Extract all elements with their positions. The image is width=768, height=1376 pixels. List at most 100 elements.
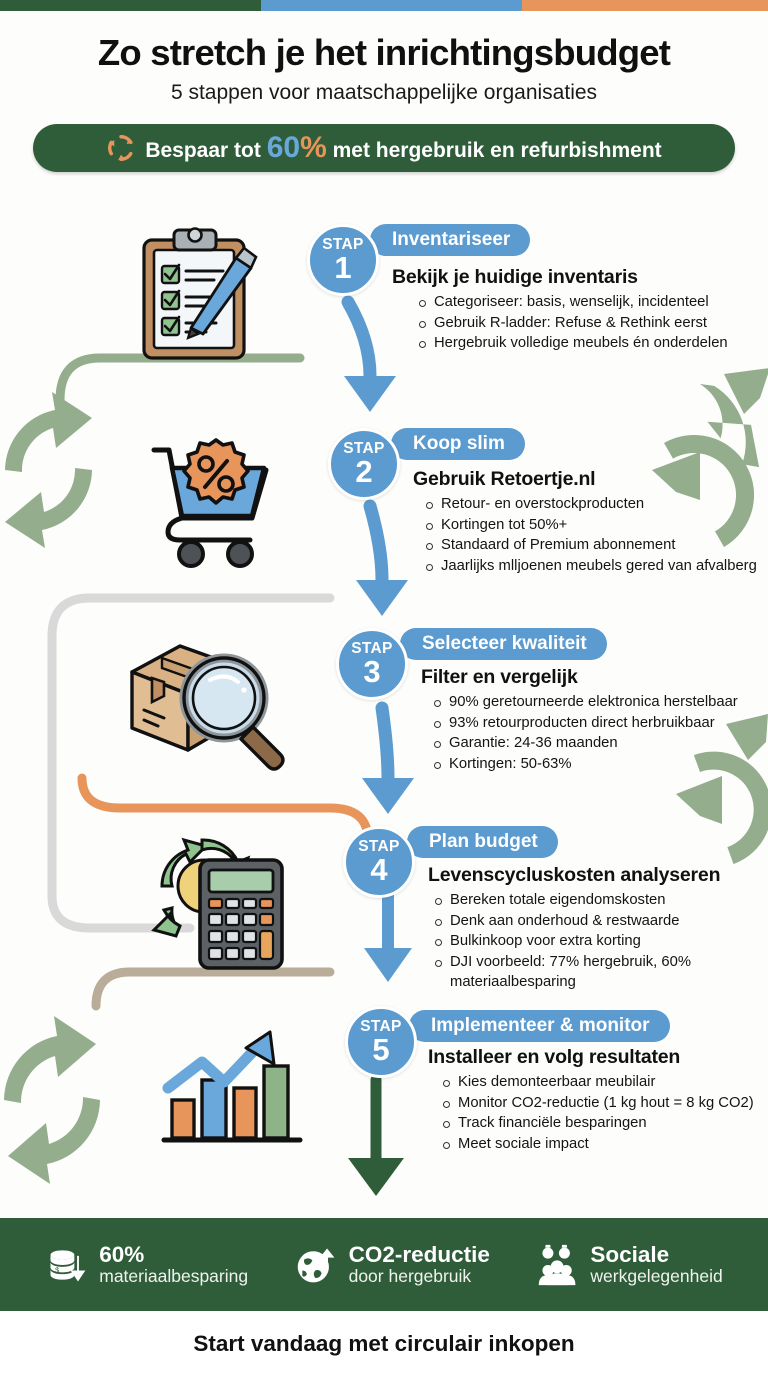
- step-1-stap-label: STAP: [322, 235, 364, 253]
- stat-label: door hergebruik: [348, 1266, 472, 1287]
- list-item: Kortingen tot 50%+: [425, 516, 763, 536]
- coins-down-arrow-icon: $: [50, 1249, 86, 1281]
- list-item: DJI voorbeeld: 77% hergebruik, 60% mater…: [434, 953, 758, 992]
- step-5-pill[interactable]: Implementeer & monitor: [409, 1010, 670, 1042]
- stat-material-savings: $ 60% materiaalbesparing: [45, 1241, 249, 1287]
- topbar-segment-orange: [522, 0, 768, 11]
- step-1-body: Bekijk je huidige inventaris Categorisee…: [392, 266, 760, 355]
- list-item: Jaarlijks mlljoenen meubels gered van af…: [425, 557, 763, 577]
- step-1-heading: Bekijk je huidige inventaris: [392, 266, 638, 288]
- stat-value: 60%: [99, 1241, 145, 1267]
- stat-label: materiaalbesparing: [99, 1266, 249, 1287]
- step-2-circle[interactable]: STAP 2: [328, 428, 400, 500]
- page-subtitle: 5 stappen voor maatschappelijke organisa…: [170, 81, 598, 105]
- step-1-number: 1: [334, 250, 352, 286]
- footer-cta: Start vandaag met circulair inkopen: [0, 1311, 768, 1376]
- page-title: Zo stretch je het inrichtingsbudget: [97, 32, 671, 73]
- list-item: Garantie: 24-36 maanden: [433, 734, 765, 754]
- list-item: Monitor CO2-reductie (1 kg hout = 8 kg C…: [442, 1094, 762, 1114]
- step-3-number: 3: [363, 654, 381, 690]
- globe-up-arrow-icon: [297, 1248, 335, 1282]
- calculator-recycle-icon: [151, 837, 284, 970]
- calculator-icon: [198, 858, 284, 970]
- list-item: 93% retourproducten direct herbruikbaar: [433, 714, 765, 734]
- step-4-pill-label: Plan budget: [429, 831, 538, 852]
- step-5-bullets: Kies demonteerbaar meubilair Monitor CO2…: [442, 1073, 762, 1155]
- step-1-pill[interactable]: Inventariseer: [370, 224, 531, 256]
- stat-material-savings-text: 60% materiaalbesparing: [99, 1241, 249, 1287]
- step-3-stap-label: STAP: [351, 639, 393, 657]
- list-item: Denk aan onderhoud & restwaarde: [434, 912, 758, 932]
- growth-bar-chart-icon: [161, 1030, 303, 1143]
- list-item: Kortingen: 50-63%: [433, 755, 765, 775]
- stat-co2-reduction-text: CO2-reductie door hergebruik: [348, 1241, 490, 1287]
- stat-co2-reduction: CO2-reductie door hergebruik: [295, 1241, 490, 1287]
- stat-value: Sociale: [590, 1241, 670, 1267]
- step-2-heading: Gebruik Retoertje.nl: [413, 468, 596, 490]
- box-magnifier-icon: [130, 644, 285, 771]
- stat-social-employment-text: Sociale werkgelegenheid: [590, 1241, 723, 1287]
- step-2-body: Gebruik Retoertje.nl Retour- en overstoc…: [413, 468, 763, 578]
- step-5-number: 5: [372, 1032, 390, 1068]
- step-4-bullets: Bereken totale eigendomskosten Denk aan …: [434, 891, 758, 992]
- step-4-body: Levenscycluskosten analyseren Bereken to…: [428, 864, 758, 993]
- step-5-heading: Installeer en volg resultaten: [428, 1046, 681, 1068]
- step-5-pill-label: Implementeer & monitor: [431, 1015, 650, 1036]
- shopping-cart-discount-icon: [151, 438, 269, 568]
- step-3-circle[interactable]: STAP 3: [336, 628, 408, 700]
- step-4-heading: Levenscycluskosten analyseren: [428, 864, 721, 886]
- clipboard-checklist-icon: [142, 227, 258, 360]
- step-5-body: Installeer en volg resultaten Kies demon…: [428, 1046, 762, 1156]
- list-item: Standaard of Premium abonnement: [425, 536, 763, 556]
- list-item: Meet sociale impact: [442, 1135, 762, 1155]
- step-3-body: Filter en vergelijk 90% geretourneerde e…: [421, 666, 765, 776]
- list-item: Bereken totale eigendomskosten: [434, 891, 758, 911]
- people-gears-icon: [539, 1244, 576, 1285]
- step-3-heading: Filter en vergelijk: [421, 666, 578, 688]
- list-item: Categoriseer: basis, wenselijk, incident…: [418, 293, 760, 313]
- list-item: Bulkinkoop voor extra korting: [434, 932, 758, 952]
- list-item: Track financiële besparingen: [442, 1114, 762, 1134]
- topbar-segment-blue: [261, 0, 523, 11]
- step-2-stap-label: STAP: [343, 439, 385, 457]
- list-item: Kies demonteerbaar meubilair: [442, 1073, 762, 1093]
- step-2-bullets: Retour- en overstockproducten Kortingen …: [425, 495, 763, 577]
- header: Zo stretch je het inrichtingsbudget 5 st…: [0, 11, 768, 173]
- step-4-circle[interactable]: STAP 4: [343, 826, 415, 898]
- growth-arrow-icon: [162, 1030, 276, 1094]
- savings-banner: Bespaar tot 60% met hergebruik en refurb…: [33, 124, 735, 173]
- step-4-pill[interactable]: Plan budget: [407, 826, 558, 858]
- footer-cta-text: Start vandaag met circulair inkopen: [193, 1330, 575, 1356]
- step-1-circle[interactable]: STAP 1: [307, 224, 379, 296]
- list-item: 90% geretourneerde elektronica herstelba…: [433, 693, 765, 713]
- list-item: Retour- en overstockproducten: [425, 495, 763, 515]
- topbar-segment-green: [0, 0, 262, 11]
- list-item: Hergebruik volledige meubels én onderdel…: [418, 334, 760, 354]
- magnifier-icon: [179, 653, 285, 771]
- banner-text: Bespaar tot 60% met hergebruik en refurb…: [145, 131, 661, 165]
- step-2-pill-label: Koop slim: [413, 433, 505, 454]
- pen-icon: [186, 246, 258, 340]
- step-2-pill[interactable]: Koop slim: [391, 428, 525, 460]
- list-item: Gebruik R-ladder: Refuse & Rethink eerst: [418, 314, 760, 334]
- step-2-number: 2: [355, 454, 373, 490]
- step-1-pill-label: Inventariseer: [392, 229, 511, 250]
- step-3-bullets: 90% geretourneerde elektronica herstelba…: [433, 693, 765, 775]
- banner-number: 60: [266, 131, 301, 165]
- step-5-circle[interactable]: STAP 5: [345, 1006, 417, 1078]
- banner-suffix: met hergebruik en refurbishment: [332, 139, 662, 163]
- step-3-pill[interactable]: Selecteer kwaliteit: [400, 628, 607, 660]
- banner-prefix: Bespaar tot: [145, 139, 261, 163]
- svg-text:$: $: [55, 1265, 59, 1274]
- recycle-icon: [108, 135, 134, 162]
- step-3-pill-label: Selecteer kwaliteit: [422, 633, 587, 654]
- banner-percent: %: [300, 131, 327, 165]
- step-5-stap-label: STAP: [360, 1017, 402, 1035]
- top-color-bar: [0, 0, 768, 11]
- stat-label: werkgelegenheid: [590, 1266, 723, 1287]
- footer-stats-band: $ 60% materiaalbesparing CO2-red: [0, 1218, 768, 1311]
- stat-social-employment: Sociale werkgelegenheid: [536, 1241, 723, 1287]
- stat-value: CO2-reductie: [348, 1241, 490, 1267]
